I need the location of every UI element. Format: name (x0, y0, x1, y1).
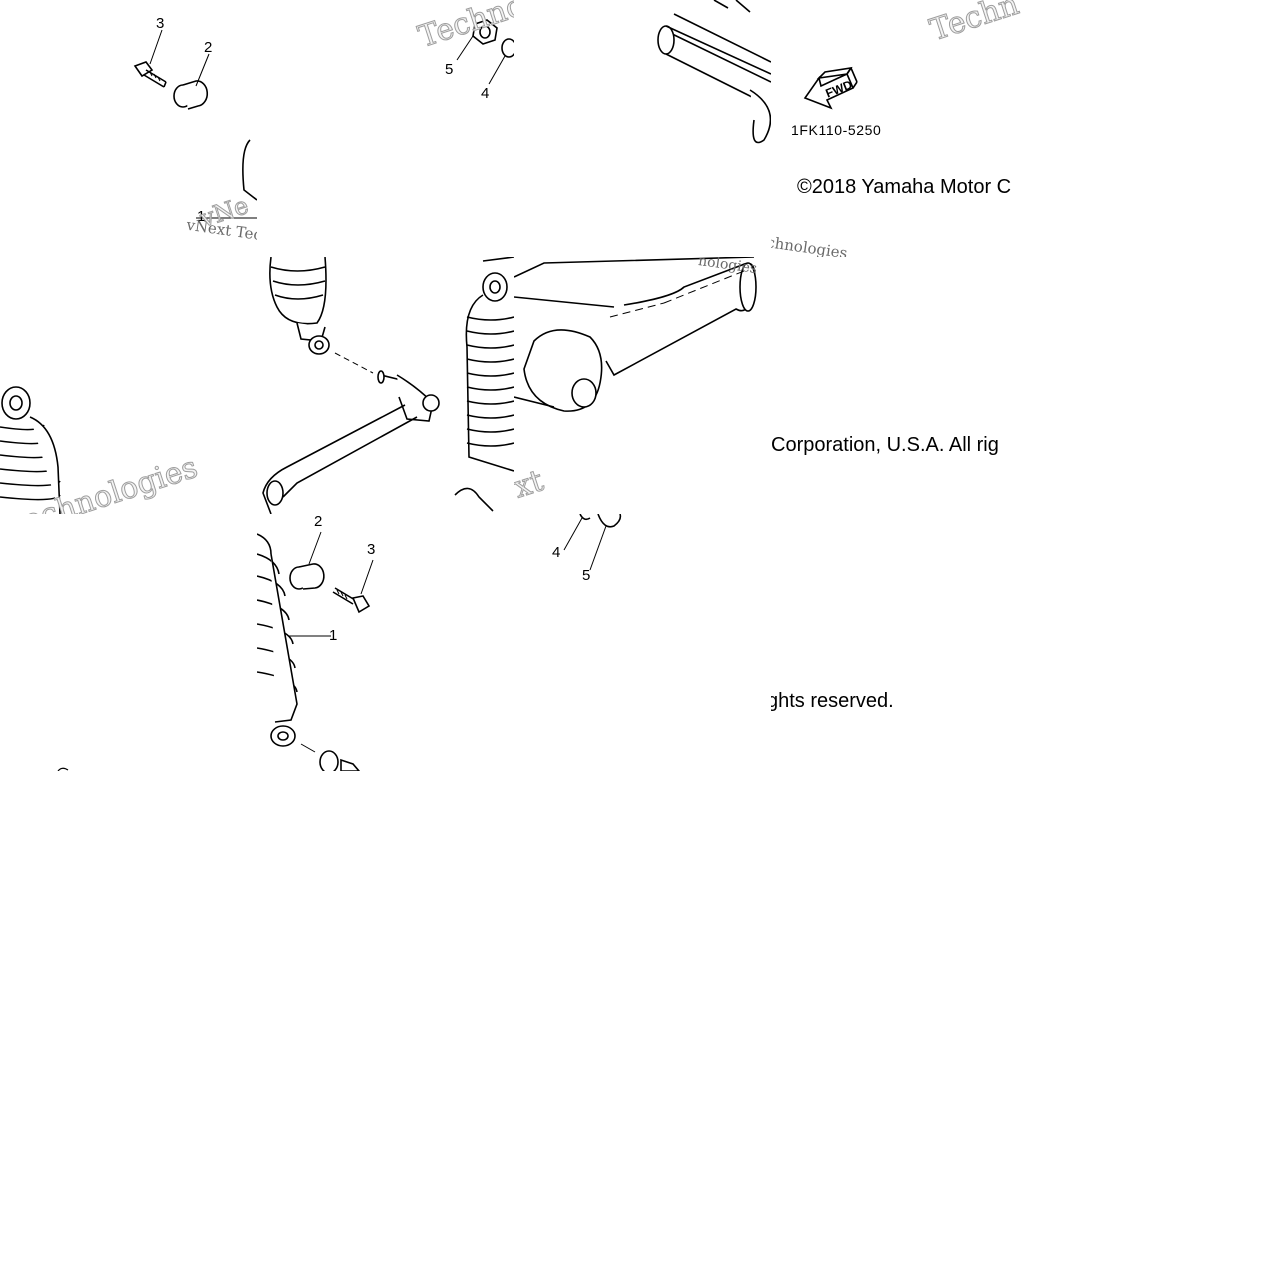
copyright-fragment-3: ghts reserved. (771, 690, 894, 712)
washer-bottom (579, 514, 591, 521)
tile-6-drawing (262, 257, 514, 514)
callout-1-bottom: 1 (329, 627, 338, 644)
callout-3-top: 3 (156, 15, 165, 32)
diagram-tile-10: 4 5 (514, 514, 771, 771)
diagram-tile-8: Corporation, U.S.A. All rig (771, 257, 1028, 514)
pivot-boss (749, 89, 771, 144)
callout-4-top: 4 (481, 85, 490, 102)
diagram-tile-5: echnologies (0, 257, 257, 514)
bolt-bottom (332, 587, 371, 614)
washer (501, 38, 514, 58)
tile-1-drawing (133, 29, 257, 219)
part-code: 1FK110-5250 (791, 122, 882, 138)
nut-bottom (597, 514, 622, 528)
shock-absorber-left-lower (269, 257, 330, 355)
diagram-tile-1: 3 2 1 vNext Technologies vNe (0, 0, 257, 257)
diagram-tile-7: nologies xt (514, 257, 771, 514)
tile-3-drawing (657, 0, 771, 144)
swingarm-left (262, 370, 440, 514)
tile-10-drawing (563, 514, 622, 571)
diagram-tile-6 (257, 257, 514, 514)
bolt-shank (143, 69, 167, 88)
shock-absorber-right-lower (257, 533, 298, 747)
diagram-tile-12 (0, 514, 257, 771)
shock-absorber-right (465, 257, 514, 472)
tile-2-drawing (456, 19, 514, 85)
collar-bottom (289, 563, 325, 590)
tile-12-drawing (57, 767, 69, 771)
diagram-tile-2: 5 4 Techno (257, 0, 514, 257)
callout-2-top: 2 (204, 39, 213, 56)
swingarm-pivot (514, 257, 757, 412)
fwd-arrow-icon (803, 66, 858, 110)
diagram-tile-3 (514, 0, 771, 257)
diagram-tile-9: 2 3 1 (257, 514, 514, 771)
diagram-tile-11: ghts reserved. (771, 514, 1028, 771)
tile-7-drawing (514, 257, 757, 412)
copyright-fragment-2: Corporation, U.S.A. All rig (771, 434, 999, 456)
shock-absorber-left (0, 386, 61, 514)
tile-9-drawing (257, 531, 374, 771)
copyright-fragment-1: ©2018 Yamaha Motor C (797, 176, 1012, 198)
callout-1-top: 1 (197, 208, 206, 225)
callout-5-bottom: 5 (582, 567, 591, 584)
pivot-tube-end (657, 25, 675, 55)
fwd-label: FWD (824, 77, 855, 100)
bolt-head (133, 61, 154, 78)
callout-4-bottom: 4 (552, 544, 561, 561)
callout-5-top: 5 (445, 61, 454, 78)
callout-2-bottom: 2 (314, 514, 323, 530)
tile-5-drawing (0, 386, 61, 514)
callout-3-bottom: 3 (367, 541, 376, 558)
diagram-tile-4: FWD 1FK110-5250 ©2018 Yamaha Motor C Tec… (771, 0, 1028, 257)
tile-4-drawing: FWD (803, 66, 858, 110)
